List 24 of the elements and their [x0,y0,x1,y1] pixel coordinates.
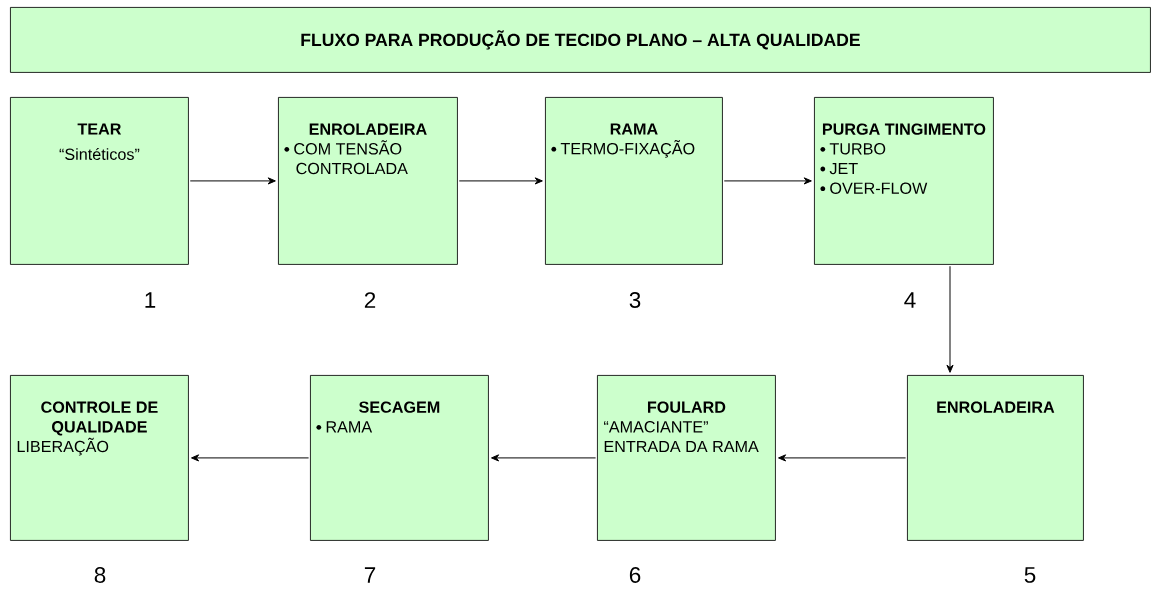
process-box: FOULARD “AMACIANTE” ENTRADA DA RAMA [597,375,776,541]
step-number: 2 [364,292,376,308]
process-box: TEAR “Sintéticos” [10,97,189,265]
arrow [458,177,543,185]
step-number: 1 [145,292,156,308]
process-box: ENROLADEIRA [907,375,1084,541]
step-number: 3 [629,292,641,308]
title-banner: FLUXO PARA PRODUÇÃO DE TECIDO PLANO – ALTA QUALIDADE [10,7,1151,73]
process-box: PURGA TINGIMENTO TURBO JET OVER-FLOW [814,97,994,265]
arrow [723,177,812,185]
process-box: CONTROLE DE QUALIDADE LIBERAÇÃO [10,375,189,541]
step-number: 5 [1024,567,1036,583]
step-number: 4 [904,292,916,308]
arrow [946,265,954,373]
arrow [491,454,597,462]
arrow [189,177,276,185]
process-box: ENROLADEIRA COM TENSÃO CONTROLADA [278,97,458,265]
arrow [191,454,310,462]
step-number: 6 [629,567,641,583]
arrow [778,454,907,462]
step-number: 8 [94,567,106,583]
process-box: RAMA TERMO-FIXAÇÃO [545,97,723,265]
step-number: 7 [364,567,376,583]
process-box: SECAGEM RAMA [310,375,489,541]
